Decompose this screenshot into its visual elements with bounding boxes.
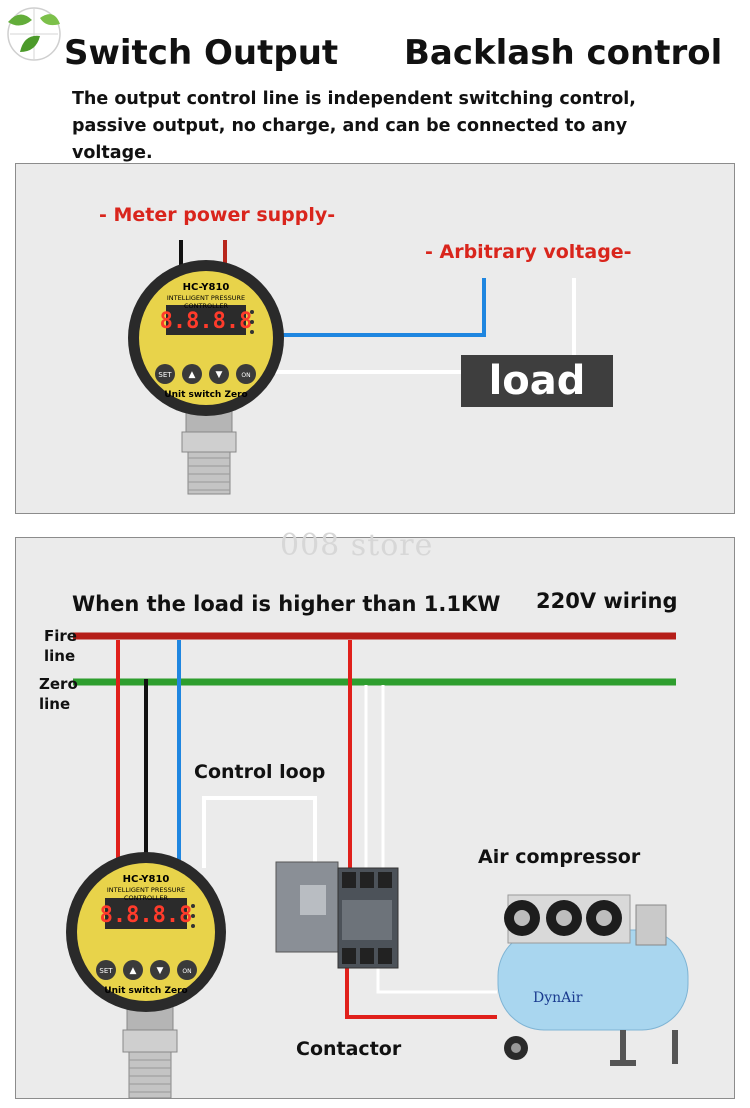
zero-line-label-2: line [39, 695, 71, 713]
svg-text:CONTROLLER: CONTROLLER [184, 302, 228, 310]
svg-text:INTELLIGENT PRESSURE: INTELLIGENT PRESSURE [107, 886, 185, 894]
store-watermark: 008 store [280, 528, 434, 563]
title-backlash-control: Backlash control [404, 33, 723, 73]
arbitrary-voltage-label: - Arbitrary voltage- [425, 241, 632, 263]
description-text: The output control line is independent s… [72, 89, 636, 163]
svg-text:▼: ▼ [216, 370, 223, 380]
pressure-controller-top: 8.8.8.8 HC-Y810 INTELLIGENT PRESSURE CON… [128, 260, 284, 495]
svg-text:ON: ON [241, 372, 250, 379]
svg-text:8.8.8.8: 8.8.8.8 [100, 903, 193, 928]
svg-text:HC-Y810: HC-Y810 [123, 874, 170, 885]
pressure-controller-bottom: 8.8.8.8 HC-Y810 INTELLIGENT PRESSURE CON… [66, 852, 226, 1099]
svg-text:8.8.8.8: 8.8.8.8 [160, 309, 253, 334]
svg-text:HC-Y810: HC-Y810 [183, 282, 230, 293]
control-loop-label: Control loop [194, 761, 326, 783]
svg-text:Unit switch Zero: Unit switch Zero [104, 986, 187, 996]
svg-text:INTELLIGENT PRESSURE: INTELLIGENT PRESSURE [167, 294, 245, 302]
svg-text:CONTROLLER: CONTROLLER [124, 894, 168, 902]
title-switch-output: Switch Output [64, 33, 339, 73]
svg-text:Unit switch Zero: Unit switch Zero [164, 390, 247, 400]
fire-line-label-1: Fire [44, 627, 77, 645]
output-wire-blue [283, 278, 486, 337]
svg-text:▲: ▲ [189, 370, 196, 380]
svg-text:ON: ON [182, 968, 191, 975]
meter-power-supply-label: - Meter power supply- [99, 204, 336, 226]
wiring-voltage-heading: 220V wiring [536, 589, 678, 613]
svg-text:▲: ▲ [130, 966, 137, 976]
compressor-brand-text: DynAir [533, 990, 583, 1006]
svg-text:▼: ▼ [157, 966, 164, 976]
air-compressor-label: Air compressor [478, 846, 641, 868]
contactor-label: Contactor [296, 1038, 402, 1060]
svg-text:SET: SET [99, 967, 113, 975]
air-compressor-device [497, 894, 689, 1066]
contactor-device [275, 861, 399, 969]
load-block: load [461, 355, 613, 407]
svg-text:SET: SET [158, 371, 172, 379]
load-condition-heading: When the load is higher than 1.1KW [72, 592, 501, 616]
leaf-globe-logo-icon [7, 7, 61, 61]
fire-line-label-2: line [44, 647, 76, 665]
zero-line-label-1: Zero [39, 675, 78, 693]
switch-output-panel [15, 163, 735, 514]
